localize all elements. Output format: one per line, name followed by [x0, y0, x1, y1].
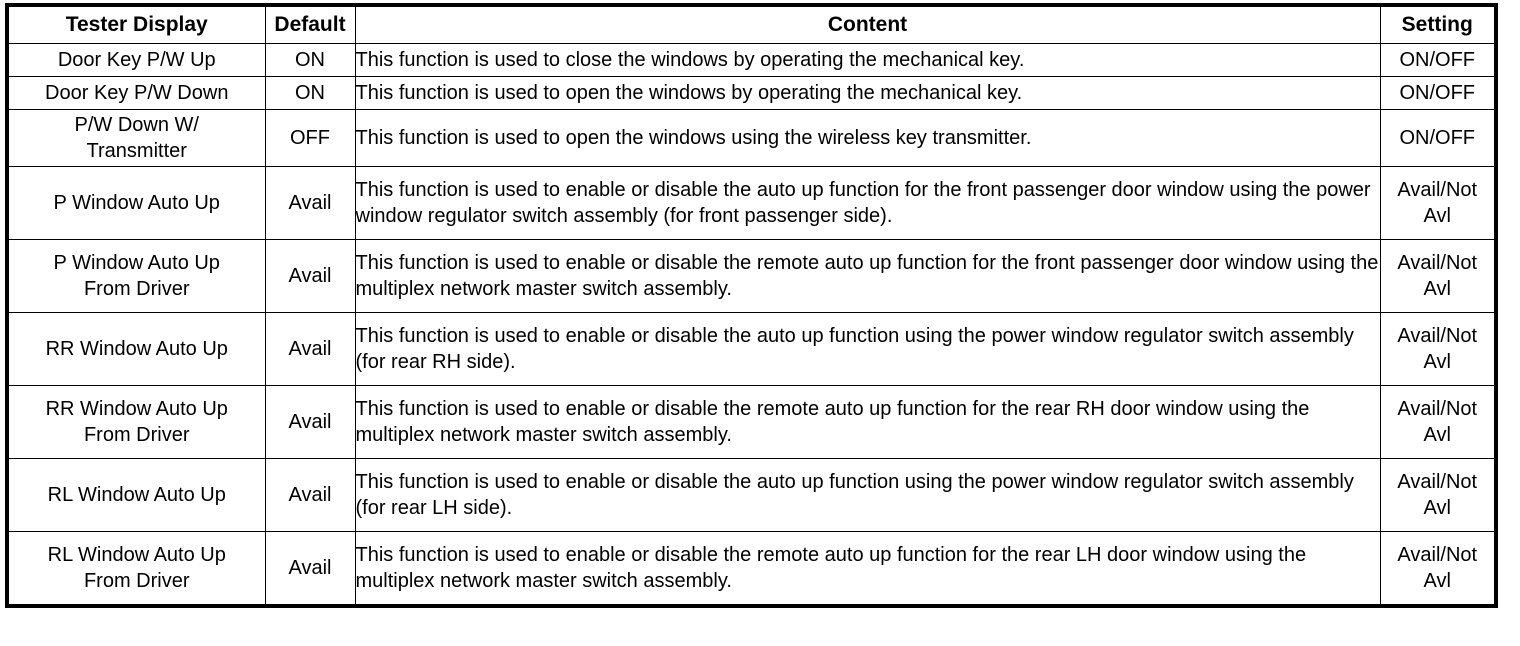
- tester-display-line-1: RL Window Auto Up: [47, 484, 226, 506]
- cell-default: ON: [264, 76, 356, 110]
- setting-line-2: Avl: [1423, 497, 1451, 519]
- cell-tester-display: Door Key P/W Down: [7, 76, 266, 110]
- setting-line-1: Avail/Not: [1397, 179, 1478, 201]
- table-header: Tester Display Default Content Setting: [7, 4, 1496, 44]
- cell-setting: ON/OFF: [1379, 109, 1496, 167]
- setting-line-2: Avl: [1423, 205, 1451, 227]
- cell-setting: Avail/Not Avl: [1379, 312, 1496, 386]
- cell-tester-display: RL Window Auto Up: [7, 458, 266, 532]
- setting-line-1: ON/OFF: [1399, 82, 1476, 104]
- tester-display-line-1: P/W Down W/: [74, 114, 199, 136]
- cell-content: This function is used to enable or disab…: [354, 166, 1381, 240]
- cell-content: This function is used to open the window…: [354, 109, 1381, 167]
- customize-parameters-table: Tester Display Default Content Setting D…: [5, 3, 1498, 608]
- cell-content: This function is used to enable or disab…: [354, 385, 1381, 459]
- column-header-content: Content: [354, 4, 1381, 44]
- setting-line-2: Avl: [1423, 424, 1451, 446]
- cell-setting: Avail/Not Avl: [1379, 239, 1496, 313]
- setting-line-2: Avl: [1423, 278, 1451, 300]
- setting-line-1: Avail/Not: [1397, 398, 1478, 420]
- cell-content: This function is used to enable or disab…: [354, 312, 1381, 386]
- cell-tester-display: P Window Auto Up: [7, 166, 266, 240]
- cell-content: This function is used to close the windo…: [354, 43, 1381, 77]
- column-header-default: Default: [264, 4, 356, 44]
- table-row: P Window Auto Up From Driver Avail This …: [7, 239, 1496, 313]
- cell-setting: Avail/Not Avl: [1379, 531, 1496, 606]
- cell-content: This function is used to enable or disab…: [354, 531, 1381, 606]
- cell-content: This function is used to open the window…: [354, 76, 1381, 110]
- cell-setting: Avail/Not Avl: [1379, 166, 1496, 240]
- cell-default: ON: [264, 43, 356, 77]
- setting-line-1: ON/OFF: [1399, 127, 1476, 149]
- cell-content: This function is used to enable or disab…: [354, 458, 1381, 532]
- setting-line-2: Avl: [1423, 570, 1451, 592]
- cell-setting: Avail/Not Avl: [1379, 385, 1496, 459]
- tester-display-line-1: RL Window Auto Up: [47, 544, 226, 566]
- cell-default: Avail: [264, 531, 356, 606]
- setting-line-1: Avail/Not: [1397, 544, 1478, 566]
- tester-display-line-2: From Driver: [83, 570, 190, 592]
- tester-display-line-2: From Driver: [83, 278, 190, 300]
- column-header-setting: Setting: [1379, 4, 1496, 44]
- table-row: Door Key P/W Up ON This function is used…: [7, 43, 1496, 77]
- table-row: RR Window Auto Up Avail This function is…: [7, 312, 1496, 386]
- tester-display-line-1: RR Window Auto Up: [45, 338, 228, 360]
- tester-display-line-2: From Driver: [83, 424, 190, 446]
- cell-tester-display: P/W Down W/ Transmitter: [7, 109, 266, 167]
- table-header-row: Tester Display Default Content Setting: [7, 4, 1496, 44]
- table-row: P/W Down W/ Transmitter OFF This functio…: [7, 109, 1496, 167]
- table-row: RL Window Auto Up From Driver Avail This…: [7, 531, 1496, 606]
- setting-line-1: Avail/Not: [1397, 325, 1478, 347]
- cell-content: This function is used to enable or disab…: [354, 239, 1381, 313]
- tester-display-line-1: Door Key P/W Up: [57, 49, 216, 71]
- table-row: P Window Auto Up Avail This function is …: [7, 166, 1496, 240]
- cell-tester-display: RR Window Auto Up From Driver: [7, 385, 266, 459]
- setting-line-2: Avl: [1423, 351, 1451, 373]
- cell-default: OFF: [264, 109, 356, 167]
- cell-default: Avail: [264, 239, 356, 313]
- tester-display-line-1: Door Key P/W Down: [45, 82, 229, 104]
- table-row: RR Window Auto Up From Driver Avail This…: [7, 385, 1496, 459]
- table-row: RL Window Auto Up Avail This function is…: [7, 458, 1496, 532]
- tester-display-line-1: RR Window Auto Up: [45, 398, 228, 420]
- cell-default: Avail: [264, 312, 356, 386]
- cell-default: Avail: [264, 458, 356, 532]
- tester-display-line-2: Transmitter: [86, 140, 187, 162]
- column-header-tester-display: Tester Display: [7, 4, 266, 44]
- cell-setting: Avail/Not Avl: [1379, 458, 1496, 532]
- table-body: Door Key P/W Up ON This function is used…: [7, 43, 1496, 606]
- table-row: Door Key P/W Down ON This function is us…: [7, 76, 1496, 110]
- setting-line-1: Avail/Not: [1397, 252, 1478, 274]
- cell-tester-display: RR Window Auto Up: [7, 312, 266, 386]
- cell-default: Avail: [264, 166, 356, 240]
- tester-display-line-1: P Window Auto Up: [53, 252, 220, 274]
- setting-line-1: ON/OFF: [1399, 49, 1476, 71]
- tester-display-line-1: P Window Auto Up: [53, 192, 220, 214]
- cell-tester-display: Door Key P/W Up: [7, 43, 266, 77]
- cell-default: Avail: [264, 385, 356, 459]
- cell-setting: ON/OFF: [1379, 43, 1496, 77]
- cell-tester-display: P Window Auto Up From Driver: [7, 239, 266, 313]
- cell-setting: ON/OFF: [1379, 76, 1496, 110]
- setting-line-1: Avail/Not: [1397, 471, 1478, 493]
- cell-tester-display: RL Window Auto Up From Driver: [7, 531, 266, 606]
